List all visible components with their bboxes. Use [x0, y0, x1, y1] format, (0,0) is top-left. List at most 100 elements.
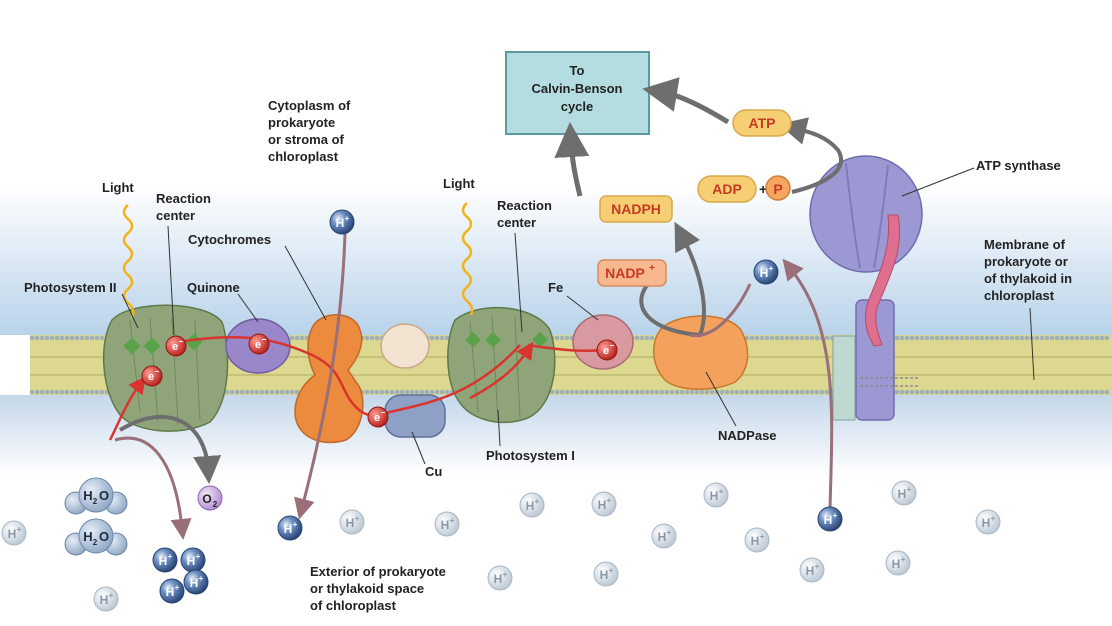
svg-text:2: 2: [213, 500, 218, 509]
proton-light: H+: [487, 565, 513, 591]
electron-symbol: e: [172, 341, 178, 353]
electron-charge: −: [179, 337, 184, 346]
proton-dark: H+: [183, 569, 209, 595]
electron: e−: [141, 365, 163, 387]
svg-text:O: O: [202, 492, 211, 506]
o2-molecule: O 2: [197, 485, 223, 511]
proton-symbol: H: [336, 216, 345, 230]
proton-symbol: H: [600, 568, 609, 582]
proton-light: H+: [519, 492, 545, 518]
nadp-pill: NADP +: [597, 259, 667, 287]
proton-charge: +: [503, 570, 508, 579]
proton-charge: +: [17, 525, 22, 534]
proton-charge: +: [345, 214, 350, 223]
electron-symbol: e: [374, 412, 380, 424]
proton-charge: +: [815, 562, 820, 571]
proton-charge: +: [667, 528, 672, 537]
calvin-line-2: Calvin-Benson: [531, 81, 622, 96]
proton-charge: +: [293, 520, 298, 529]
proton-symbol: H: [100, 593, 109, 607]
reaction-center-left-1: Reaction: [156, 191, 211, 206]
water-sub: 2: [93, 538, 98, 547]
membrane-line-4: chloroplast: [984, 288, 1055, 303]
proton-symbol: H: [346, 516, 355, 530]
nadpase: [653, 315, 749, 390]
photosystem-ii-label: Photosystem II: [24, 280, 116, 295]
cu-label: Cu: [425, 464, 442, 479]
proton-symbol: H: [658, 530, 667, 544]
electron-charge: −: [610, 341, 615, 350]
electron-symbol: e: [148, 371, 154, 383]
proton-charge: +: [769, 264, 774, 273]
arrow-nadph-calvin: [554, 122, 590, 197]
proton-symbol: H: [494, 572, 503, 586]
calvin-line-3: cycle: [561, 99, 594, 114]
proton-charge: +: [355, 514, 360, 523]
proton-light: H+: [591, 491, 617, 517]
proton-light: H+: [651, 523, 677, 549]
svg-text:P: P: [773, 181, 782, 197]
electron-symbol: e: [603, 345, 609, 357]
proton-symbol: H: [824, 513, 833, 527]
adp-pill: ADP: [697, 175, 757, 203]
electrons: e−e−e−e−e−: [141, 333, 618, 428]
arrow-water-o2: [118, 414, 222, 484]
proton-symbol: H: [526, 499, 535, 513]
proton-symbol: H: [892, 557, 901, 571]
proton-light: H+: [703, 482, 729, 508]
proton-dark: H+: [180, 547, 206, 573]
exterior-line-2: or thylakoid space: [310, 581, 424, 596]
proton-dark: H+: [277, 515, 303, 541]
proton-symbol: H: [710, 489, 719, 503]
water-h: H: [83, 529, 92, 544]
light-wave-right: [461, 202, 474, 316]
arrow-nadpase-proton: [689, 283, 752, 337]
proton-symbol: H: [190, 576, 199, 590]
photosystem-i: [447, 307, 556, 424]
atp-pill: ATP: [732, 109, 792, 137]
proton-light: H+: [434, 511, 460, 537]
svg-text:+: +: [649, 263, 655, 274]
proton-symbol: H: [8, 527, 17, 541]
cytoplasm-line-4: chloroplast: [268, 149, 339, 164]
proton-charge: +: [168, 552, 173, 561]
proton-charge: +: [109, 591, 114, 600]
proton-charge: +: [199, 574, 204, 583]
electron-charge: −: [381, 408, 386, 417]
light-label-left: Light: [102, 180, 134, 195]
exterior-line-3: of chloroplast: [310, 598, 397, 613]
cytoplasm-line-2: prokaryote: [268, 115, 335, 130]
water-h: H: [83, 488, 92, 503]
membrane-line-2: prokaryote or: [984, 254, 1068, 269]
membrane-line-1: Membrane of: [984, 237, 1066, 252]
quinone-label: Quinone: [187, 280, 240, 295]
water-sub: 2: [93, 497, 98, 506]
proton-dark: H+: [152, 547, 178, 573]
proton-charge: +: [196, 552, 201, 561]
proton-light: H+: [593, 561, 619, 587]
atp-synthase-label: ATP synthase: [976, 158, 1061, 173]
proton-light: H+: [885, 550, 911, 576]
protons: H+H+H+H+H+H+H+H+H+H+H+H+H+H+H+H+H+H+H+H+…: [1, 209, 1001, 612]
proton-charge: +: [607, 496, 612, 505]
svg-text:ADP: ADP: [712, 181, 742, 197]
proton-dark: H+: [817, 506, 843, 532]
proton-charge: +: [535, 497, 540, 506]
proton-charge: +: [833, 511, 838, 520]
proton-dark: H+: [159, 578, 185, 604]
cytoplasm-line-3: or stroma of: [268, 132, 345, 147]
electron-path-ps1: [469, 341, 534, 400]
electron-symbol: e: [255, 339, 261, 351]
svg-text:NADP: NADP: [605, 265, 645, 281]
proton-symbol: H: [982, 516, 991, 530]
proton-symbol: H: [898, 487, 907, 501]
arrow-proton-pump: [294, 232, 347, 520]
cytoplasm-line-1: Cytoplasm of: [268, 98, 351, 113]
electron: e−: [248, 333, 270, 355]
arrow-water-protons: [114, 436, 192, 540]
plus-sign: +: [759, 181, 767, 197]
